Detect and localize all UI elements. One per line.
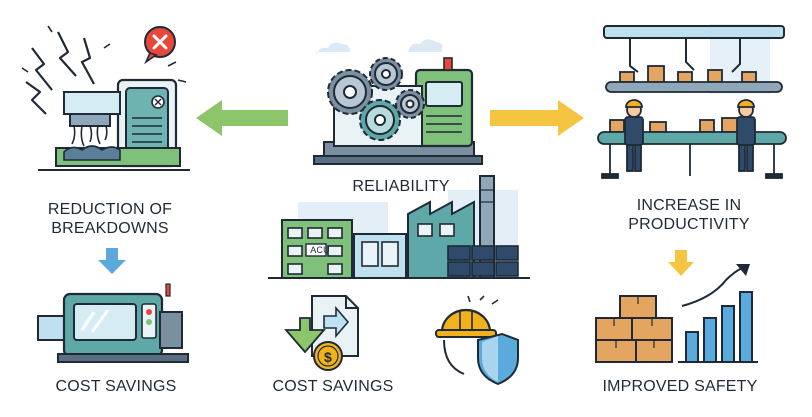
compact-machine-icon [37, 283, 189, 363]
factory-icon [268, 175, 530, 279]
label-improved-safety: IMPROVED SAFETY [602, 378, 758, 395]
assembly-line-icon [597, 24, 787, 179]
boxes-growth-chart-icon [595, 264, 758, 363]
broken-machine-icon [21, 25, 190, 171]
arrow-down-right-icon [668, 250, 694, 276]
arrow-down-left-icon [98, 248, 126, 274]
label-cost-savings-left: COST SAVINGS [55, 378, 177, 395]
label-reduction-line1: REDUCTION OF [47, 201, 173, 218]
cost-document-icon [284, 295, 359, 371]
arrow-right-icon [490, 100, 584, 136]
label-reduction-line2: BREAKDOWNS [51, 220, 169, 237]
label-reliability: RELIABILITY [352, 178, 450, 195]
label-productivity-line1: INCREASE IN [636, 197, 742, 214]
factory-sign: ACU [310, 245, 330, 255]
label-productivity-line2: PRODUCTIVITY [628, 216, 750, 233]
gear-machine-icon [313, 39, 483, 165]
label-cost-savings-center: COST SAVINGS [272, 378, 394, 395]
hardhat-shield-icon [435, 295, 519, 386]
coin-currency-symbol: $ [324, 349, 332, 365]
arrow-left-icon [196, 100, 288, 136]
